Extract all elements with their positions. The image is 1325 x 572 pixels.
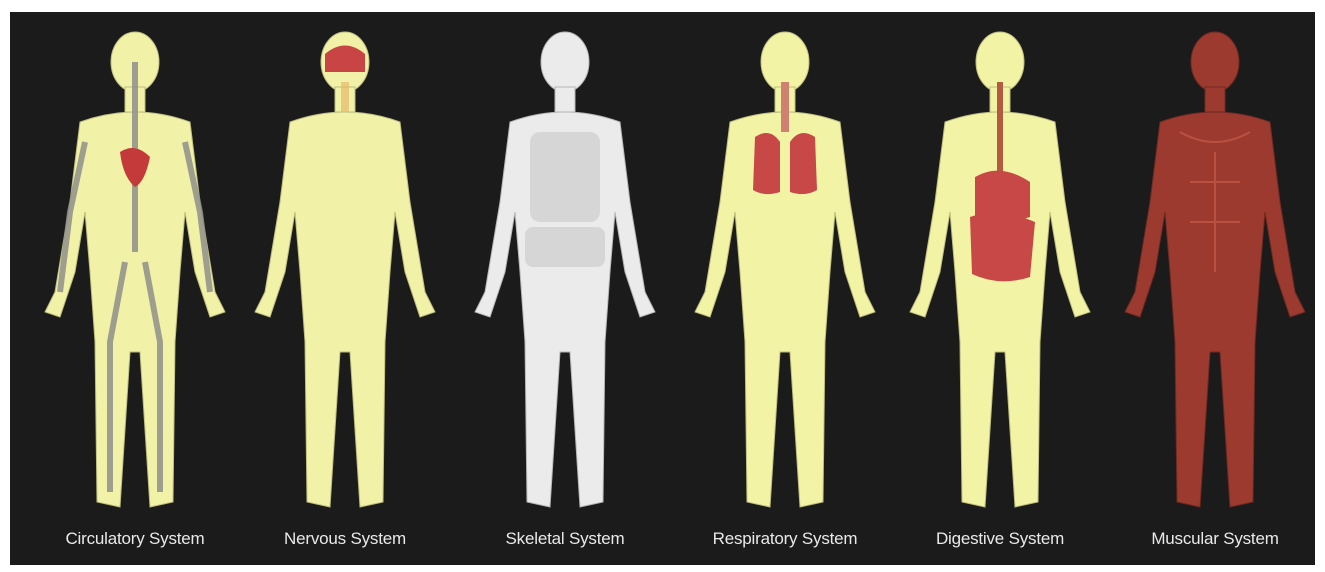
figure-nervous: Nervous System bbox=[235, 12, 455, 565]
caption-respiratory: Respiratory System bbox=[675, 529, 895, 549]
muscular-body-illustration bbox=[1105, 12, 1315, 565]
figure-digestive: Digestive System bbox=[890, 12, 1110, 565]
figure-circulatory: Circulatory System bbox=[25, 12, 245, 565]
figure-respiratory: Respiratory System bbox=[675, 12, 895, 565]
caption-nervous: Nervous System bbox=[235, 529, 455, 549]
skeletal-body-illustration bbox=[455, 12, 675, 565]
caption-circulatory: Circulatory System bbox=[25, 529, 245, 549]
nervous-body-illustration bbox=[235, 12, 455, 565]
stomach-icon bbox=[970, 171, 1035, 282]
respiratory-body-illustration bbox=[675, 12, 895, 565]
figure-skeletal: Skeletal System bbox=[455, 12, 675, 565]
caption-muscular: Muscular System bbox=[1105, 529, 1315, 549]
caption-digestive: Digestive System bbox=[890, 529, 1110, 549]
diagram-panel: Circulatory System Nervous System bbox=[10, 12, 1315, 565]
caption-skeletal: Skeletal System bbox=[455, 529, 675, 549]
circulatory-body-illustration bbox=[25, 12, 245, 565]
digestive-body-illustration bbox=[890, 12, 1110, 565]
figure-muscular: Muscular System bbox=[1105, 12, 1315, 565]
bones-icon bbox=[525, 132, 605, 267]
